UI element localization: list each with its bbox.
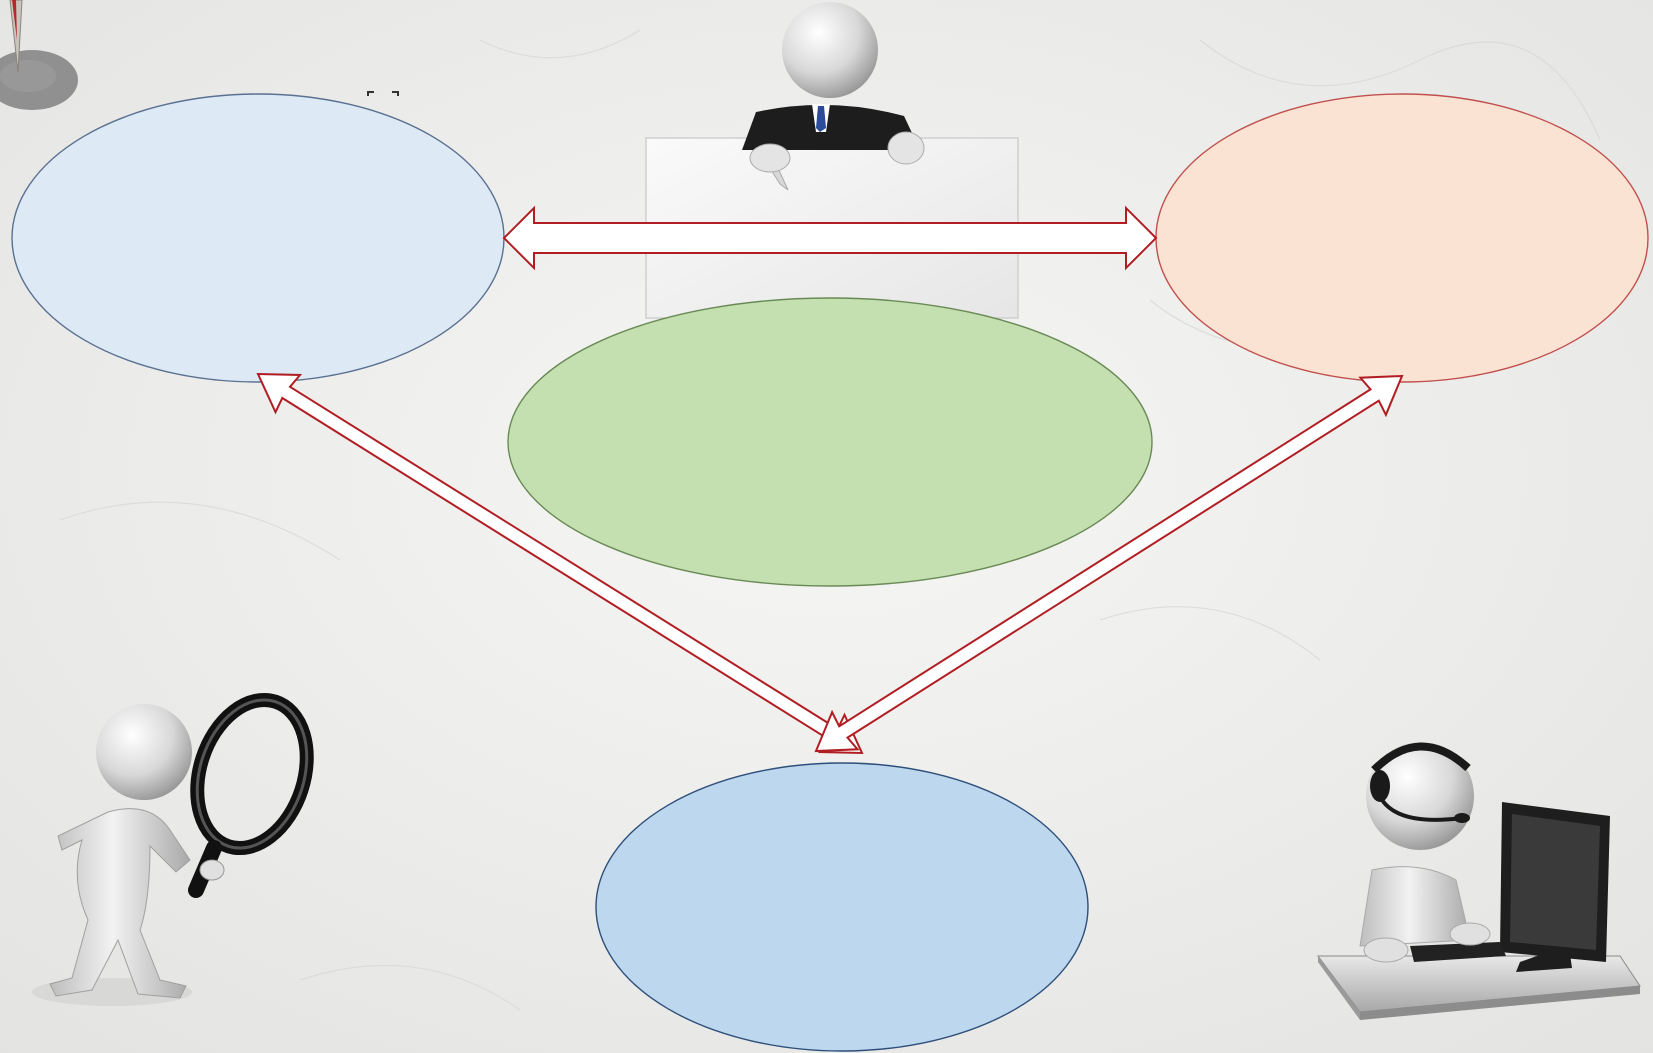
person-with-headset-computer-icon — [1317, 742, 1641, 1020]
diagram-node-center — [507, 297, 1153, 587]
person-with-magnifying-glass-icon — [32, 692, 314, 1006]
double-arrow-right-to-bottom — [814, 374, 1404, 753]
double-arrow-left-to-bottom — [256, 372, 864, 755]
diagram-node-top-left — [11, 93, 505, 383]
small-marker — [367, 91, 399, 96]
diagram-node-bottom — [595, 762, 1089, 1052]
double-arrow-top — [502, 205, 1158, 271]
diagram-node-top-right — [1155, 93, 1649, 383]
push-pin-icon — [0, 0, 78, 110]
